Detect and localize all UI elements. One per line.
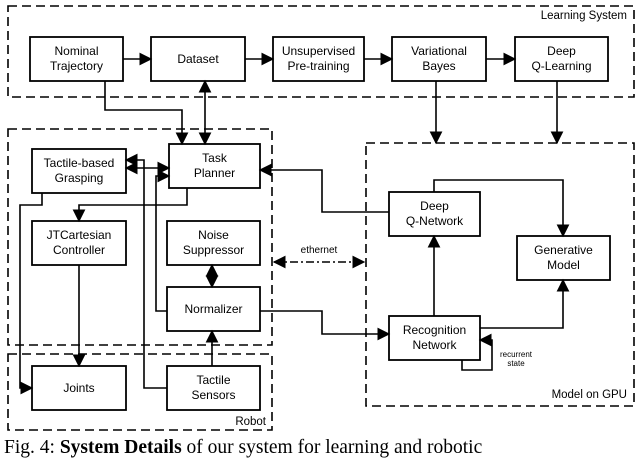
ethernet-label: ethernet — [301, 245, 338, 256]
figure-caption: Fig. 4: System Details of our system for… — [4, 437, 483, 458]
edge-task-planner-to-jtcartesian — [72, 188, 188, 223]
node-generative-model — [516, 235, 611, 281]
node-joints — [31, 365, 127, 411]
edge-dqn-to-generative — [433, 179, 570, 238]
node-nominal-trajectory — [29, 36, 124, 82]
group-label-learning-system: Learning System — [541, 10, 627, 22]
node-deep-q-learning — [514, 36, 609, 82]
node-label: Normalizer — [184, 302, 242, 316]
group-label-model-on-gpu: Model on GPU — [552, 389, 627, 401]
edge-dqn-to-task-planner — [258, 163, 389, 213]
group-robot: Robot — [7, 128, 273, 431]
node-label: Dataset — [177, 52, 219, 66]
node-unsupervised-pretraining — [272, 36, 365, 82]
edge-nominal-to-task-planner — [104, 81, 189, 146]
group-label-robot: Robot — [235, 416, 266, 428]
group-model-on-gpu: Model on GPU — [365, 142, 635, 407]
edge-recognition-to-generative — [480, 278, 570, 329]
node-tactile-grasping — [31, 148, 127, 194]
group-learning-system: Learning System — [7, 5, 635, 98]
node-jtcartesian-controller — [31, 220, 127, 266]
edge-normalizer-to-task-planner — [155, 169, 171, 312]
edge-grasping-to-joints — [19, 193, 43, 395]
node-tactile-sensors — [166, 365, 261, 411]
node-noise-suppressor — [166, 220, 261, 266]
edge-recurrent-state — [461, 333, 493, 371]
node-label: Joints — [63, 381, 94, 395]
system-diagram: Learning System Robot Model on GPU Nomin… — [7, 5, 635, 431]
node-normalizer — [166, 286, 261, 332]
edge-sensors-to-grasping — [124, 153, 167, 389]
edge-normalizer-to-recognition — [260, 310, 391, 341]
